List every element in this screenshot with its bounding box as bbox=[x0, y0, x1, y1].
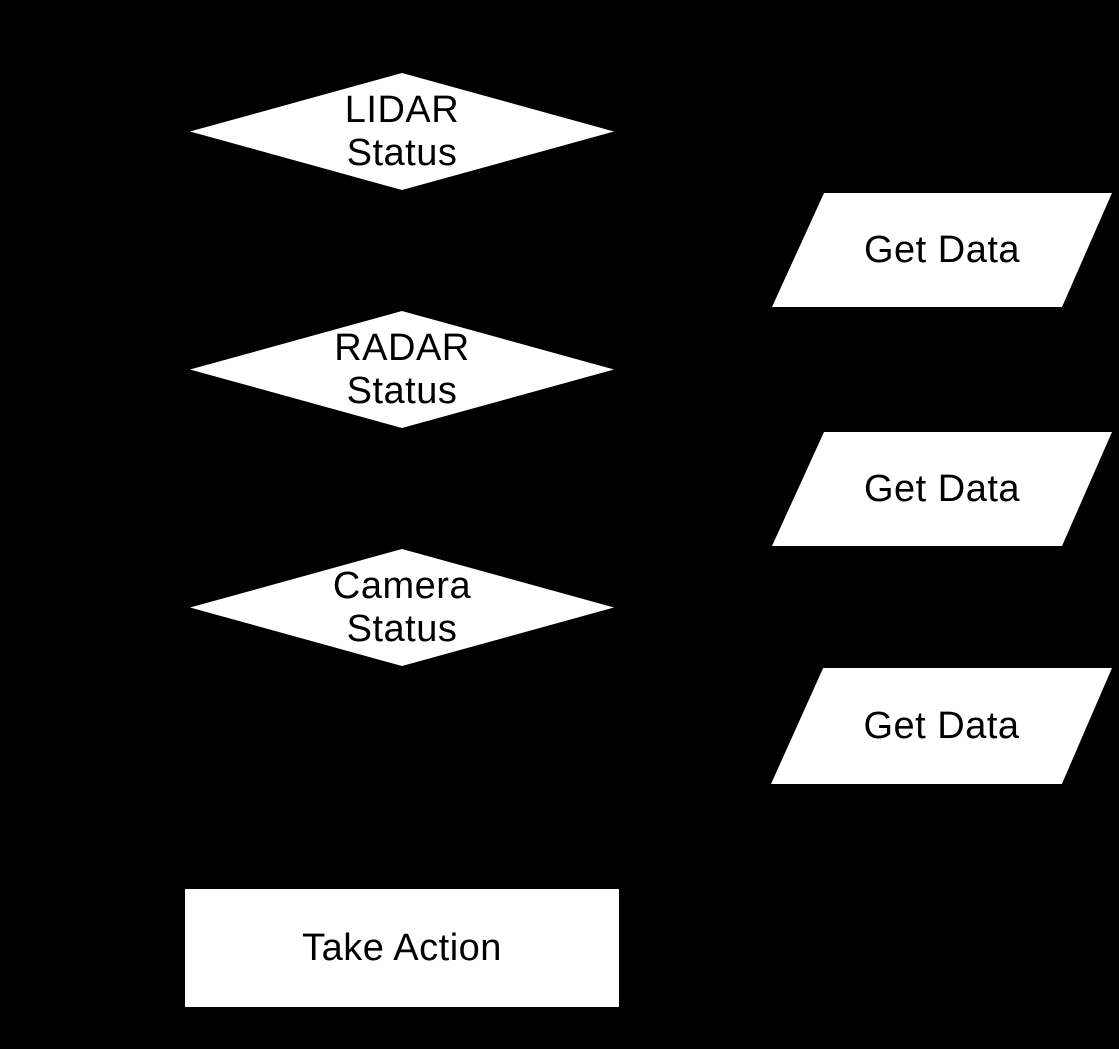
io-get-data-radar: Get Data bbox=[772, 432, 1112, 546]
node-label: Get Data bbox=[863, 704, 1020, 747]
node-label-line: Status bbox=[346, 607, 458, 650]
io-get-data-lidar: Get Data bbox=[772, 193, 1112, 307]
node-label-line: RADAR bbox=[334, 326, 470, 369]
process-take-action: Take Action bbox=[185, 889, 619, 1007]
node-label: Take Action bbox=[302, 926, 502, 969]
node-label-line: Camera bbox=[332, 564, 472, 607]
node-label: Get Data bbox=[863, 228, 1021, 271]
io-get-data-camera: Get Data bbox=[771, 668, 1112, 784]
node-label-line: Status bbox=[346, 131, 458, 174]
decision-lidar-status: LIDAR Status bbox=[190, 73, 614, 190]
node-label-line: LIDAR bbox=[344, 88, 460, 131]
node-label-line: Status bbox=[346, 369, 458, 412]
decision-radar-status: RADAR Status bbox=[190, 311, 614, 428]
decision-camera-status: Camera Status bbox=[190, 549, 614, 666]
node-label: Get Data bbox=[863, 467, 1021, 510]
